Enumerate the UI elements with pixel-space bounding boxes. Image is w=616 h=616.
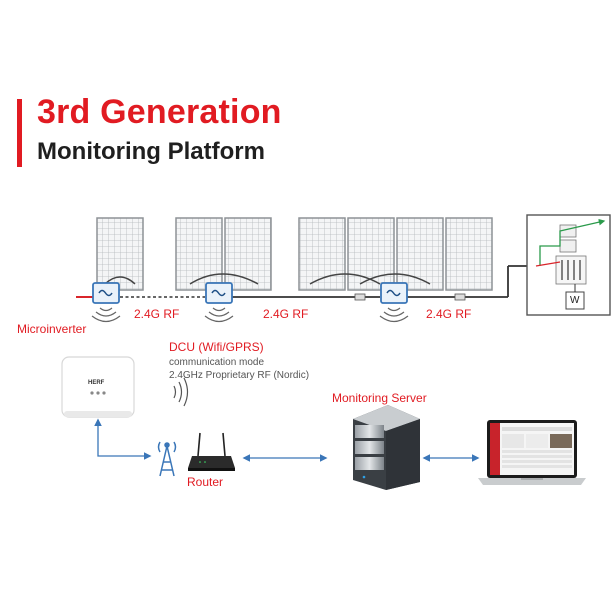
wifi-signal-icon bbox=[173, 377, 189, 407]
rf-label: 2.4G RF bbox=[426, 307, 472, 321]
solar-panel-array bbox=[96, 217, 493, 291]
comm-mode-label: communication mode bbox=[169, 357, 265, 368]
laptop-icon bbox=[478, 420, 586, 485]
connection-line bbox=[94, 418, 152, 460]
microinverter-icon bbox=[92, 282, 120, 304]
solar-panel-icon bbox=[96, 217, 144, 291]
router-icon bbox=[188, 432, 235, 471]
antenna-tower-icon bbox=[157, 441, 177, 477]
monitoring-server-label: Monitoring Server bbox=[332, 391, 427, 405]
router-label: Router bbox=[187, 475, 224, 489]
server-icon bbox=[353, 405, 420, 490]
rf-label: 2.4G RF bbox=[134, 307, 180, 321]
solar-panel-icon bbox=[396, 217, 444, 291]
solar-panel-icon bbox=[175, 217, 223, 291]
microinverter-label: Microinverter bbox=[17, 322, 87, 336]
page-subtitle: Monitoring Platform bbox=[37, 138, 265, 165]
meter-letter: W bbox=[570, 295, 580, 306]
solar-panel-icon bbox=[224, 217, 272, 291]
microinverter-icon bbox=[205, 282, 233, 304]
wifi-signal-icon bbox=[91, 307, 121, 323]
distribution-box-icon bbox=[526, 214, 611, 316]
title-accent-bar bbox=[17, 99, 22, 167]
microinverter-icon bbox=[380, 282, 408, 304]
dcu-label: DCU (Wifi/GPRS) bbox=[169, 340, 264, 354]
wifi-signal-icon bbox=[379, 307, 409, 323]
page-title: 3rd Generation bbox=[37, 93, 282, 131]
rf-label: 2.4G RF bbox=[263, 307, 309, 321]
proprietary-rf-label: 2.4GHz Proprietary RF (Nordic) bbox=[169, 370, 310, 381]
svg-text:HERF: HERF bbox=[88, 380, 105, 386]
dcu-device-icon: HERF bbox=[61, 356, 135, 418]
wifi-signal-icon bbox=[204, 307, 234, 323]
solar-panel-icon bbox=[298, 217, 346, 291]
solar-panel-icon bbox=[445, 217, 493, 291]
